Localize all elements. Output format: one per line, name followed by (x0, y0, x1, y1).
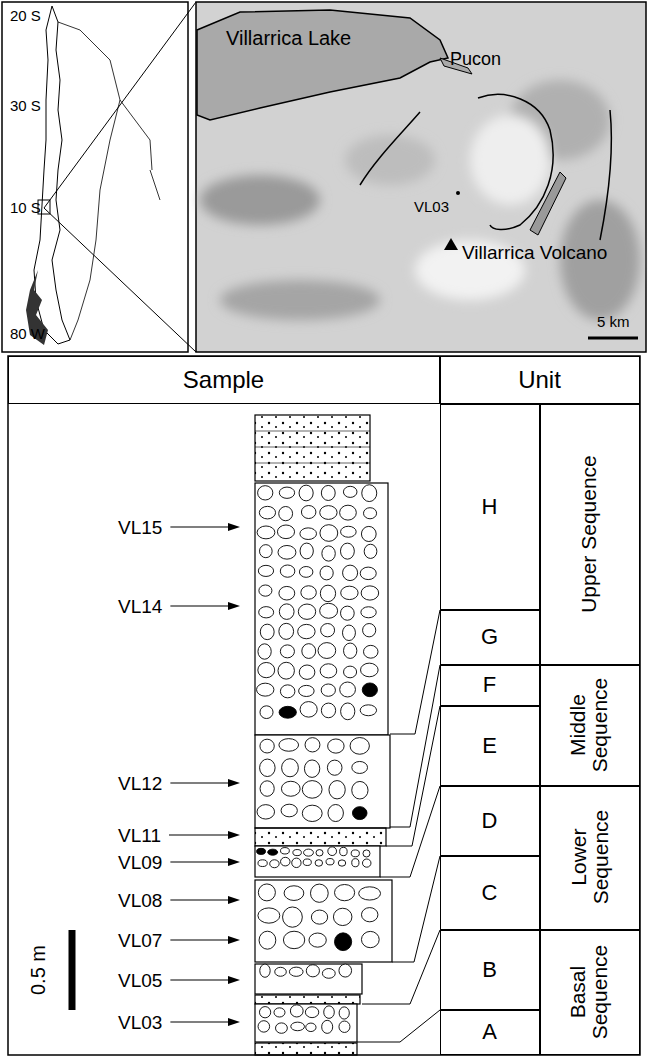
sequence-cell: Middle Sequence (540, 665, 640, 786)
map-label: Villarrica Volcano (462, 243, 607, 262)
river (360, 112, 420, 185)
zoom-line (44, 208, 196, 352)
unit-cell: E (440, 706, 540, 786)
header-cell: Sample (8, 356, 440, 404)
scale-bar (588, 337, 638, 340)
zoom-line (44, 2, 196, 208)
unit-letter: H (482, 494, 498, 520)
sample-label: VL12 (118, 774, 162, 793)
sequence-cell: Lower Sequence (540, 786, 640, 930)
coordinate-label: 10 S (10, 200, 41, 215)
coordinate-label: 30 S (10, 98, 41, 113)
river (600, 110, 611, 240)
coordinate-label: 20 S (10, 8, 41, 23)
map-label: Villarrica Lake (226, 28, 351, 48)
border-line (58, 22, 120, 340)
sample-label: VL05 (118, 971, 162, 990)
unit-cell: D (440, 786, 540, 856)
unit-letter: G (481, 624, 498, 650)
column-heading: Unit (518, 366, 561, 394)
map-label: Pucon (450, 50, 501, 68)
chile-outline (34, 6, 70, 344)
unit-letter: F (483, 672, 496, 698)
sample-label: VL08 (118, 891, 162, 910)
sample-label: VL09 (118, 853, 162, 872)
sample-label: VL15 (118, 518, 162, 537)
map-label: VL03 (414, 199, 449, 214)
unit-cell: C (440, 856, 540, 930)
inset-frame (2, 2, 188, 352)
sample-label: VL11 (118, 826, 161, 845)
lava-flow (530, 172, 566, 235)
sequence-cell: Upper Sequence (540, 404, 640, 665)
coordinate-label: 80 W (10, 326, 45, 341)
table-frame (8, 356, 640, 1055)
header-cell: Unit (440, 356, 640, 404)
unit-letter: D (482, 808, 498, 834)
sequence-cell: Basal Sequence (540, 930, 640, 1055)
relief-map (196, 2, 646, 352)
sequence-name: Lower Sequence (567, 791, 611, 925)
unit-letter: B (482, 957, 497, 983)
unit-cell: H (440, 404, 540, 610)
scale-bar (69, 930, 76, 1010)
map-label: 5 km (597, 314, 630, 329)
unit-cell: F (440, 665, 540, 706)
sample-label: VL03 (118, 1013, 162, 1032)
sequence-name: Basal Sequence (567, 935, 611, 1050)
unit-cell: A (440, 1010, 540, 1055)
unit-letter: E (482, 733, 497, 759)
hillshade (200, 80, 640, 320)
correlation-lines (357, 610, 440, 1042)
sample-label: VL14 (118, 597, 162, 616)
sample-arrows (169, 523, 240, 1026)
site-dot (456, 191, 460, 195)
sample-label: VL07 (118, 931, 162, 950)
sequence-name: Middle Sequence (567, 670, 611, 781)
stratigraphic-column (255, 415, 392, 1055)
sequence-name: Upper Sequence (578, 408, 600, 659)
column-heading: Sample (183, 366, 264, 394)
unit-letter: C (482, 880, 498, 906)
border-line (120, 100, 160, 200)
unit-cell: G (440, 610, 540, 665)
lake (197, 10, 448, 120)
unit-letter: A (482, 1019, 497, 1045)
volcano-symbol (444, 238, 458, 250)
scale-label: 0.5 m (28, 945, 48, 995)
unit-cell: B (440, 930, 540, 1010)
